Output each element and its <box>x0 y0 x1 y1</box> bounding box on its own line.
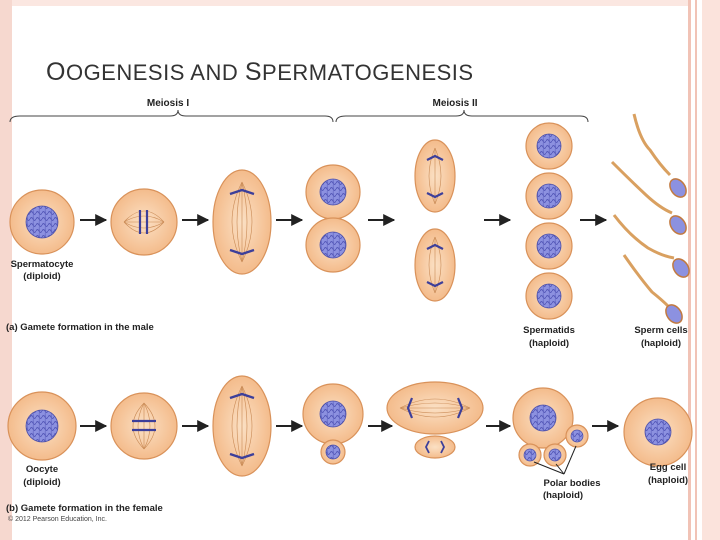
sperm-cells-label: Sperm cells <box>634 325 687 336</box>
spermatids-label: Spermatids <box>523 325 575 336</box>
meiosis-bracket <box>9 109 589 123</box>
slide-title: OOGENESIS AND SPERMATOGENESIS <box>46 58 474 86</box>
sperm-3 <box>612 214 690 278</box>
anaphase-1-female-cell <box>212 375 272 477</box>
telophase-1-female-cells <box>302 383 364 465</box>
egg-cell-label: Egg cell <box>650 462 686 473</box>
spermatids-ploidy-label: (haploid) <box>529 338 569 349</box>
metaphase-1-cell <box>110 188 178 256</box>
oocyte-label: Oocyte <box>26 464 58 475</box>
sperm-cells <box>610 113 690 324</box>
male-caption: (a) Gamete formation in the male <box>6 322 154 333</box>
sperm-1 <box>632 113 687 198</box>
sperm-2 <box>610 160 687 235</box>
meiosis-2-male-cells <box>414 139 456 302</box>
oocyte-cell <box>7 391 77 461</box>
egg-cell-ploidy-label: (haploid) <box>648 475 688 486</box>
spermatocyte-cell <box>9 189 75 255</box>
sperm-4 <box>622 254 683 324</box>
copyright-notice: © 2012 Pearson Education, Inc. <box>8 516 107 523</box>
spermatid-cells <box>525 122 573 320</box>
egg-cell <box>623 397 693 467</box>
anaphase-1-cell <box>212 169 272 275</box>
polar-body-cells <box>512 387 589 475</box>
slide-frame-left <box>0 0 12 540</box>
meiosis-2-label: Meiosis II <box>432 98 477 109</box>
male-row: Spermatocyte (diploid) (a) Gamete format… <box>6 113 690 349</box>
female-caption: (b) Gamete formation in the female <box>6 503 163 514</box>
oocyte-ploidy-label: (diploid) <box>23 477 60 488</box>
meiosis-2-female-cells <box>386 381 484 459</box>
slide-frame-top <box>12 0 688 6</box>
spermatocyte-label: Spermatocyte <box>11 259 74 270</box>
metaphase-1-female-cell <box>110 392 178 460</box>
meiosis-1-label: Meiosis I <box>147 98 189 109</box>
polar-bodies-label: Polar bodies <box>543 478 600 489</box>
polar-bodies-ploidy-label: (haploid) <box>543 490 583 501</box>
sperm-cells-ploidy-label: (haploid) <box>641 338 681 349</box>
telophase-1-cells <box>305 164 361 273</box>
spermatocyte-ploidy-label: (diploid) <box>23 271 60 282</box>
female-row: Oocyte (diploid) (b) Gamete formation in… <box>6 375 693 514</box>
